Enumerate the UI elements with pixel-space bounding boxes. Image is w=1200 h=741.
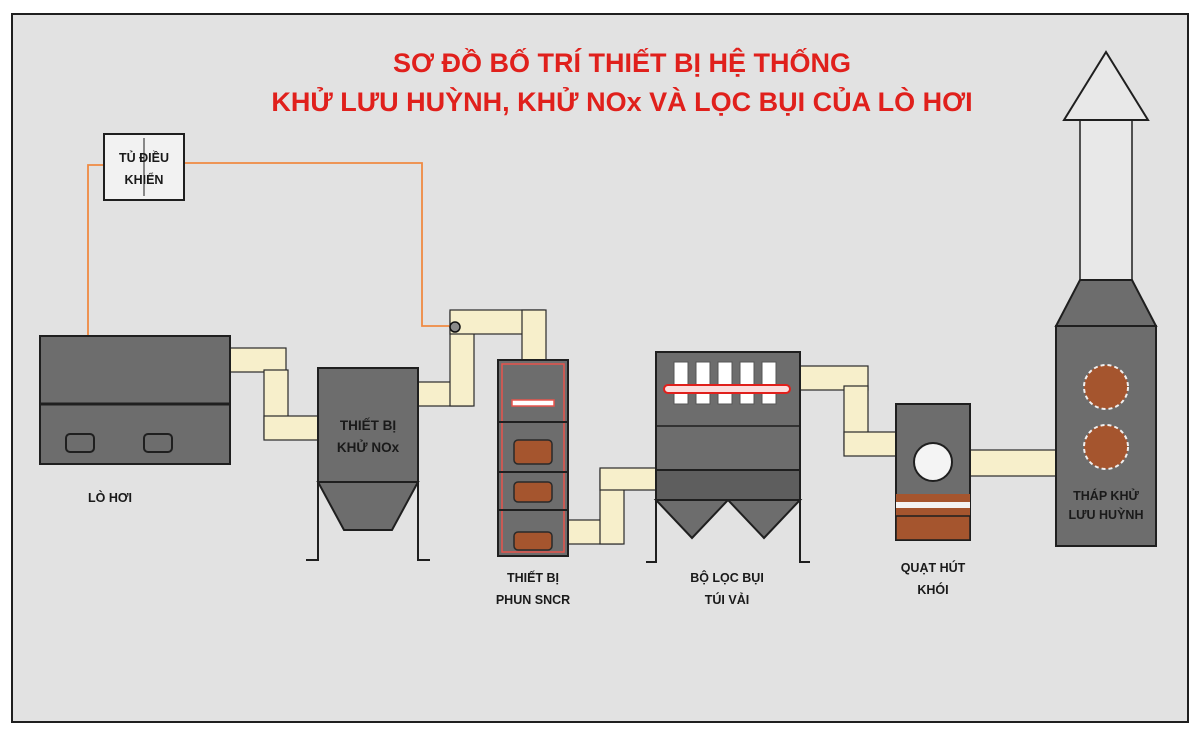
title-line-2: KHỬ LƯU HUỲNH, KHỬ NOx VÀ LỌC BỤI CỦA LÒ… — [271, 85, 972, 117]
denox-device: THIẾT BỊ KHỬ NOx — [306, 367, 430, 561]
denox-hopper — [316, 481, 420, 531]
tower-spray-ring-1 — [1083, 364, 1129, 410]
bag-filter-lower — [655, 469, 801, 501]
fan-label-2: KHÓI — [917, 582, 948, 597]
duct-fan-in — [843, 431, 897, 457]
control-cabinet: TỦ ĐIỀU KHIỂN — [103, 133, 185, 201]
control-cabinet-label-2: KHIỂN — [125, 172, 164, 187]
sncr-brick-2 — [513, 481, 553, 503]
sncr-nozzle-bar — [511, 399, 555, 407]
duct-bag-in — [599, 467, 659, 491]
bag-filter-label-1: BỘ LỌC BỤI — [690, 570, 764, 585]
boiler-door-right — [143, 433, 173, 453]
sncr-label-2: PHUN SNCR — [496, 593, 570, 607]
flue-ducts — [229, 50, 1150, 545]
sncr-brick-1 — [513, 439, 553, 465]
bag-filter-header-pipe — [663, 384, 791, 394]
sncr-injector-icon — [449, 321, 461, 333]
induced-draft-fan: QUẠT HÚT KHÓI — [895, 403, 971, 597]
bag-hopper-right — [725, 499, 803, 540]
duct-denox-in — [263, 415, 321, 441]
duct-tower-in — [969, 449, 1061, 477]
boiler-label: LÒ HƠI — [88, 490, 132, 505]
denox-label-1: THIẾT BỊ — [340, 418, 396, 433]
duct-sncr-in — [521, 309, 547, 361]
boiler: LÒ HƠI — [39, 335, 231, 505]
chimney-stack — [1079, 117, 1133, 289]
fan-impeller-icon — [913, 442, 953, 482]
tower-spray-ring-2 — [1083, 424, 1129, 470]
denox-label-2: KHỬ NOx — [337, 440, 400, 455]
sncr-device: THIẾT BỊ PHUN SNCR — [496, 359, 570, 607]
bag-filter: BỘ LỌC BỤI TÚI VẢI — [646, 351, 810, 607]
bag-filter-label-2: TÚI VẢI — [705, 592, 749, 607]
boiler-door-left — [65, 433, 95, 453]
tower-label-2: LƯU HUỲNH — [1069, 507, 1144, 522]
desulfurization-tower: THÁP KHỬ LƯU HUỲNH — [1054, 279, 1158, 547]
fan-label-1: QUẠT HÚT — [901, 560, 966, 575]
sncr-label-1: THIẾT BỊ — [507, 570, 559, 585]
control-cabinet-label-1: TỦ ĐIỀU — [119, 150, 169, 165]
title-line-1: SƠ ĐỒ BỐ TRÍ THIẾT BỊ HỆ THỐNG — [393, 46, 851, 78]
wire-to-sncr — [184, 162, 454, 327]
tower-label-1: THÁP KHỬ — [1073, 488, 1139, 503]
wire-to-boiler — [87, 164, 104, 402]
duct-boiler-out — [229, 347, 287, 373]
sncr-brick-3 — [513, 531, 553, 551]
bag-hopper-left — [653, 499, 731, 540]
chimney-arrow-up-icon — [1062, 50, 1150, 121]
